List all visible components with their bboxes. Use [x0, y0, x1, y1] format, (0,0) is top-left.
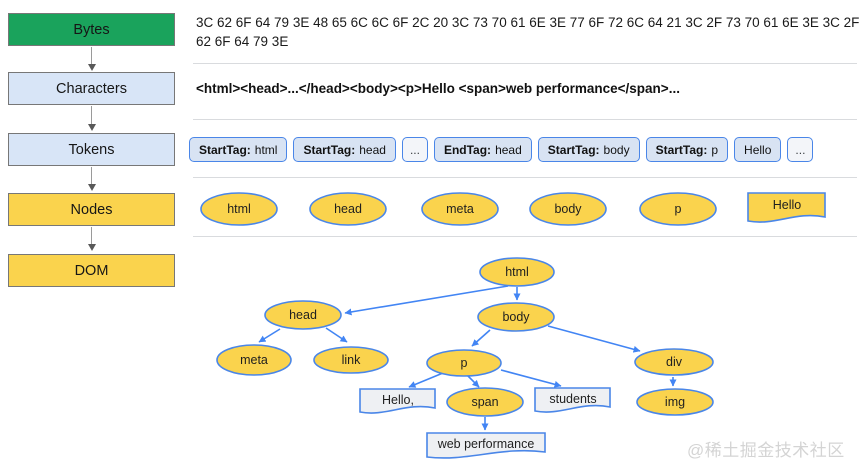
stage-dom-label: DOM	[74, 262, 109, 279]
node-label: p	[675, 202, 682, 216]
node-ellipse-p	[639, 192, 717, 226]
pipeline-arrow-2	[85, 106, 98, 131]
tree-node-label: body	[502, 310, 530, 324]
juejin-watermark: @稀土掘金技术社区	[687, 441, 845, 460]
stage-nodes-label: Nodes	[70, 201, 113, 218]
stage-bytes: Bytes	[8, 13, 175, 46]
edge-p-span	[467, 375, 480, 388]
node-ellipse-html	[200, 192, 278, 226]
token-starttag-html: StartTag:html	[189, 137, 288, 162]
edge-head-link	[325, 327, 348, 343]
tree-node-p	[426, 349, 502, 377]
node-ellipse-head	[309, 192, 387, 226]
token-type-label: EndTag:	[443, 142, 492, 157]
row-divider	[193, 236, 857, 237]
pipeline-arrow-3	[85, 167, 98, 191]
tree-node-label: html	[505, 265, 529, 279]
node-ellipse-meta	[421, 192, 499, 226]
node-ellipse-body	[529, 192, 607, 226]
text-node-label: Hello	[773, 198, 802, 212]
stage-tokens-label: Tokens	[68, 141, 115, 158]
tree-node-label: link	[342, 353, 362, 367]
token-endtag-head: EndTag:head	[433, 137, 532, 162]
token-type-label: StartTag:	[199, 142, 251, 157]
tree-node-label: meta	[240, 353, 268, 367]
token-value: Hello	[744, 142, 772, 157]
row-divider	[193, 63, 857, 64]
node-label: html	[227, 202, 251, 216]
tokens-row: StartTag:html StartTag:head ... EndTag:h…	[189, 137, 814, 162]
token-value: ...	[409, 142, 420, 157]
tree-node-label: span	[471, 395, 498, 409]
stage-tokens: Tokens	[8, 133, 175, 166]
token-starttag-body: StartTag:body	[537, 137, 640, 162]
stage-characters: Characters	[8, 72, 175, 105]
tree-text-node-students	[534, 387, 611, 413]
token-value: head	[359, 142, 386, 157]
edge-body-p	[471, 329, 491, 347]
edge-p-students	[500, 369, 562, 388]
edge-p-hello	[408, 372, 444, 388]
token-value: p	[711, 142, 719, 157]
tree-node-html	[479, 257, 555, 287]
token-starttag-p: StartTag:p	[645, 137, 729, 162]
node-label: meta	[446, 202, 474, 216]
tree-text-node-hello	[359, 388, 436, 414]
arrow-down-icon	[87, 124, 96, 131]
pipeline-arrow-4	[85, 227, 98, 251]
arrow-down-icon	[87, 64, 96, 71]
tree-node-label: p	[461, 356, 468, 370]
stage-nodes: Nodes	[8, 193, 175, 226]
tree-node-label: img	[665, 395, 685, 409]
stage-bytes-label: Bytes	[73, 21, 110, 38]
pipeline-arrow-1	[85, 47, 98, 71]
node-label: head	[334, 202, 362, 216]
tree-node-body	[477, 302, 555, 332]
tree-node-link	[313, 346, 389, 374]
token-text-hello: Hello	[734, 137, 782, 162]
stage-characters-label: Characters	[56, 80, 127, 97]
tree-text-label: students	[549, 392, 596, 406]
token-value: head	[495, 142, 522, 157]
tree-node-div	[634, 348, 714, 376]
arrow-stem	[90, 167, 93, 184]
token-value: ...	[795, 142, 806, 157]
arrow-stem	[90, 227, 93, 244]
token-value: html	[254, 142, 278, 157]
token-ellipsis: ...	[787, 137, 814, 162]
tree-node-label: head	[289, 308, 317, 322]
edge-head-meta	[258, 328, 281, 343]
arrow-down-icon	[87, 244, 96, 251]
node-label: body	[554, 202, 582, 216]
tree-text-label: web performance	[437, 437, 535, 451]
token-type-label: StartTag:	[547, 142, 600, 157]
tree-text-node-web-performance	[426, 432, 546, 459]
token-type-label: StartTag:	[655, 142, 708, 157]
characters-markup-text: <html><head>...</head><body><p>Hello <sp…	[196, 81, 680, 96]
row-divider	[193, 119, 857, 120]
dom-tree: html head body meta link p div span img …	[216, 257, 714, 459]
tree-text-label: Hello,	[382, 393, 414, 407]
tree-node-meta	[216, 344, 292, 376]
arrow-stem	[90, 47, 93, 64]
stage-dom: DOM	[8, 254, 175, 287]
tree-node-label: div	[666, 355, 683, 369]
tree-node-head	[264, 300, 342, 330]
tree-node-img	[636, 388, 714, 416]
text-node-shape-hello	[747, 192, 826, 223]
tree-node-span	[446, 387, 524, 417]
token-value: body	[603, 142, 630, 157]
arrow-down-icon	[87, 184, 96, 191]
bytes-hex-text: 3C 62 6F 64 79 3E 48 65 6C 6C 6F 2C 20 3…	[196, 15, 860, 49]
nodes-row: html head meta body p Hello	[200, 192, 826, 226]
arrow-stem	[90, 106, 93, 124]
edge-body-div	[547, 325, 641, 353]
edge-html-head	[344, 285, 509, 316]
token-ellipsis: ...	[401, 137, 428, 162]
token-type-label: StartTag:	[303, 142, 356, 157]
token-starttag-head: StartTag:head	[293, 137, 396, 162]
row-divider	[193, 177, 857, 178]
